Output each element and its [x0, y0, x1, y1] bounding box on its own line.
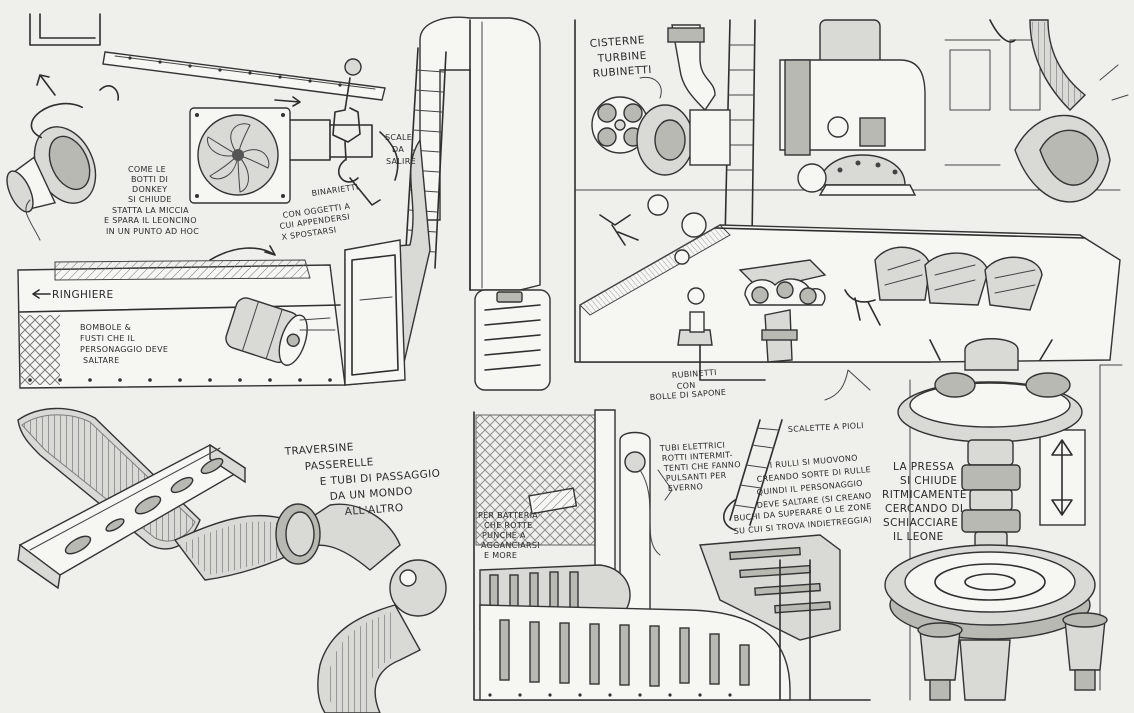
svg-text:TRAVERSINE: TRAVERSINE: [283, 441, 354, 458]
note-traversine: TRAVERSINE PASSERELLE E TUBI DI PASSAGGI…: [283, 441, 440, 518]
svg-text:PUNCHE A: PUNCHE A: [482, 531, 526, 540]
note-scale: SCALE DA SALIRE: [385, 133, 416, 166]
svg-text:COME LE: COME LE: [128, 165, 166, 174]
note-ringhiere: RINGHIERE: [32, 289, 114, 301]
svg-text:EVERNO: EVERNO: [668, 482, 704, 493]
svg-text:DA UN MONDO: DA UN MONDO: [329, 485, 413, 503]
svg-text:CON: CON: [677, 381, 696, 391]
svg-text:TUBI ELETTRICI: TUBI ELETTRICI: [659, 441, 726, 453]
svg-text:CERCANDO DI: CERCANDO DI: [885, 503, 963, 515]
svg-text:BOTTI DI: BOTTI DI: [131, 175, 168, 184]
svg-text:DONKEY: DONKEY: [132, 185, 167, 194]
svg-text:DA: DA: [392, 145, 404, 154]
note-botti: COME LE BOTTI DI DONKEY SI CHIUDE STATTA…: [104, 165, 199, 236]
note-pressa: LA PRESSA SI CHIUDE RITMICAMENTE CERCAND…: [882, 461, 967, 543]
sketch-panel-beam-and-hose: TRAVERSINE PASSERELLE E TUBI DI PASSAGGI…: [17, 407, 447, 713]
svg-text:E MORE: E MORE: [484, 551, 517, 560]
svg-text:AGGANCIARSI: AGGANCIARSI: [481, 541, 540, 550]
svg-text:PASSERELLE: PASSERELLE: [304, 456, 374, 473]
svg-text:PERSONAGGIO DEVE: PERSONAGGIO DEVE: [80, 345, 168, 354]
svg-text:SI CHIUDE: SI CHIUDE: [128, 195, 172, 204]
svg-text:SCHIACCIARE: SCHIACCIARE: [883, 517, 958, 529]
svg-text:LA PRESSA: LA PRESSA: [893, 461, 955, 473]
svg-text:IL LEONE: IL LEONE: [893, 531, 944, 543]
svg-text:SCALETTE A PIOLI: SCALETTE A PIOLI: [788, 421, 864, 434]
svg-text:PER BATTERIA: PER BATTERIA: [478, 511, 538, 520]
svg-text:FUSTI CHE IL: FUSTI CHE IL: [80, 334, 135, 343]
svg-text:TURBINE: TURBINE: [596, 50, 647, 65]
note-bombole: BOMBOLE & FUSTI CHE IL PERSONAGGIO DEVE …: [80, 323, 168, 365]
svg-text:IN UN PUNTO AD HOC: IN UN PUNTO AD HOC: [106, 227, 199, 236]
svg-text:ALL'ALTRO: ALL'ALTRO: [344, 502, 404, 518]
svg-text:PULSANTI PER: PULSANTI PER: [666, 471, 727, 483]
svg-text:CISTERNE: CISTERNE: [589, 34, 645, 50]
svg-text:BOMBOLE &: BOMBOLE &: [80, 323, 131, 332]
svg-text:SALIRE: SALIRE: [386, 157, 416, 166]
sketch-panel-press: LA PRESSA SI CHIUDE RITMICAMENTE CERCAND…: [882, 338, 1123, 701]
svg-text:TENTI CHE FANNO: TENTI CHE FANNO: [663, 460, 741, 473]
note-scalette: SCALETTE A PIOLI: [788, 421, 864, 434]
note-scatola: PER BATTERIA CHE ROTTE PUNCHE A AGGANCIA…: [478, 511, 540, 560]
svg-text:E SPARA IL LEONCINO: E SPARA IL LEONCINO: [104, 216, 197, 225]
note-cisterne: CISTERNE TURBINE RUBINETTI: [589, 34, 662, 99]
svg-text:ROTTI INTERMIT-: ROTTI INTERMIT-: [662, 450, 733, 463]
sketch-panel-cisterns: CISTERNE TURBINE RUBINETTI RUBINETTI CON…: [574, 19, 1129, 402]
svg-text:RUBINETTI: RUBINETTI: [672, 368, 718, 380]
svg-text:CHE ROTTE: CHE ROTTE: [484, 521, 532, 530]
svg-text:SI CHIUDE: SI CHIUDE: [900, 475, 957, 487]
svg-text:RINGHIERE: RINGHIERE: [52, 289, 114, 301]
sketch-panel-industrial-pipes: COME LE BOTTI DI DONKEY SI CHIUDE STATTA…: [6, 13, 551, 391]
svg-text:SCALE: SCALE: [385, 133, 412, 142]
svg-text:RITMICAMENTE: RITMICAMENTE: [882, 489, 967, 501]
sketch-panel-conveyors: TUBI ELETTRICI ROTTI INTERMIT- TENTI CHE…: [473, 409, 873, 701]
svg-text:SALTARE: SALTARE: [83, 356, 120, 365]
note-tubi-elettrici: TUBI ELETTRICI ROTTI INTERMIT- TENTI CHE…: [659, 441, 741, 493]
svg-text:RUBINETTI: RUBINETTI: [592, 64, 652, 80]
svg-text:STATTA LA MICCIA: STATTA LA MICCIA: [112, 206, 189, 215]
